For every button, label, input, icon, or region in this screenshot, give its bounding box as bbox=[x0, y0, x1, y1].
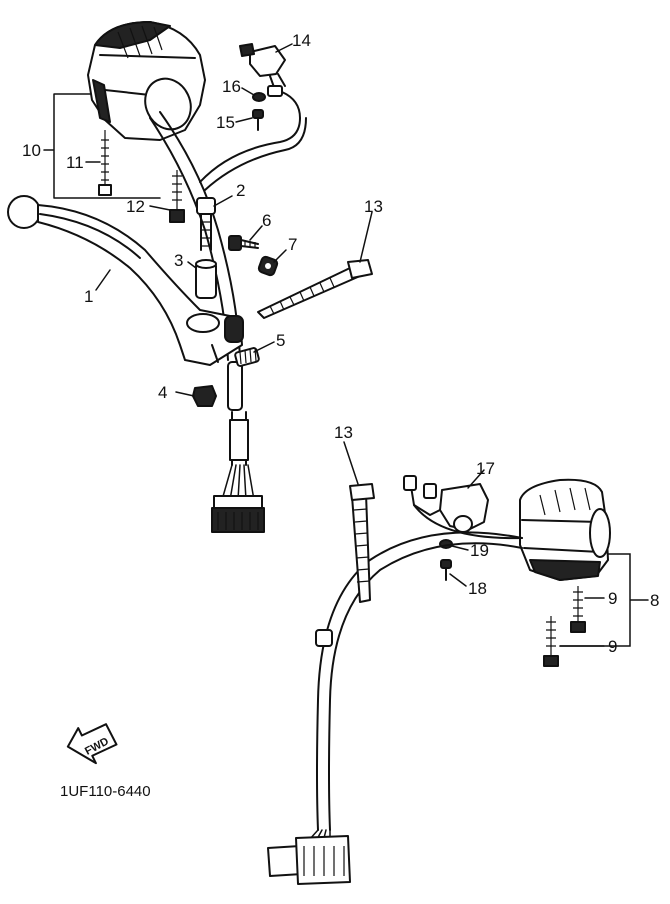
callout-13b: 13 bbox=[334, 423, 353, 442]
callout-2: 2 bbox=[236, 181, 245, 200]
callout-5: 5 bbox=[276, 331, 285, 350]
screw-18 bbox=[440, 559, 452, 581]
right-switch-housing bbox=[519, 478, 611, 581]
callout-14: 14 bbox=[292, 31, 311, 50]
left-switch-housing bbox=[87, 21, 206, 141]
callout-18: 18 bbox=[468, 579, 487, 598]
screw-15 bbox=[252, 109, 264, 131]
callout-numbers: 1 2 3 4 5 6 7 8 9 9 10 11 12 13 13 14 15… bbox=[22, 31, 659, 656]
forward-arrow-icon: FWD bbox=[66, 723, 118, 765]
right-wire-harness bbox=[299, 504, 523, 855]
callout-8: 8 bbox=[650, 591, 659, 610]
callout-6: 6 bbox=[262, 211, 271, 230]
diagram-code: 1UF110-6440 bbox=[60, 783, 151, 800]
clutch-lever bbox=[7, 195, 244, 366]
callout-7: 7 bbox=[288, 235, 297, 254]
screw-12 bbox=[169, 170, 185, 223]
screw-9-upper bbox=[570, 586, 586, 633]
left-wire-harness bbox=[149, 111, 307, 501]
callout-4: 4 bbox=[158, 383, 167, 402]
callout-13a: 13 bbox=[364, 197, 383, 216]
callout-1: 1 bbox=[84, 287, 93, 306]
cable-tie-lower bbox=[349, 483, 375, 603]
collar-3 bbox=[195, 259, 217, 299]
callout-9a: 9 bbox=[608, 589, 617, 608]
callout-9b: 9 bbox=[608, 637, 617, 656]
callout-16: 16 bbox=[222, 77, 241, 96]
cable-tie-upper bbox=[257, 259, 373, 319]
callout-15: 15 bbox=[216, 113, 235, 132]
callout-12: 12 bbox=[126, 197, 145, 216]
nut-4 bbox=[192, 385, 217, 407]
screw-9-lower bbox=[543, 616, 559, 667]
spring-5 bbox=[234, 347, 260, 367]
callout-10: 10 bbox=[22, 141, 41, 160]
callout-17: 17 bbox=[476, 459, 495, 478]
stop-switch-14 bbox=[239, 43, 301, 119]
bolt-6 bbox=[228, 235, 259, 251]
nut-7 bbox=[257, 255, 279, 277]
leader-lines bbox=[43, 43, 649, 647]
right-connector bbox=[267, 835, 351, 885]
brake-switch-17 bbox=[403, 475, 489, 533]
washer-16 bbox=[252, 92, 266, 102]
callout-11: 11 bbox=[66, 153, 84, 172]
callout-3: 3 bbox=[174, 251, 183, 270]
screw-11 bbox=[98, 130, 112, 196]
left-connector bbox=[211, 495, 265, 533]
bolt-2 bbox=[196, 197, 216, 251]
callout-19: 19 bbox=[470, 541, 489, 560]
